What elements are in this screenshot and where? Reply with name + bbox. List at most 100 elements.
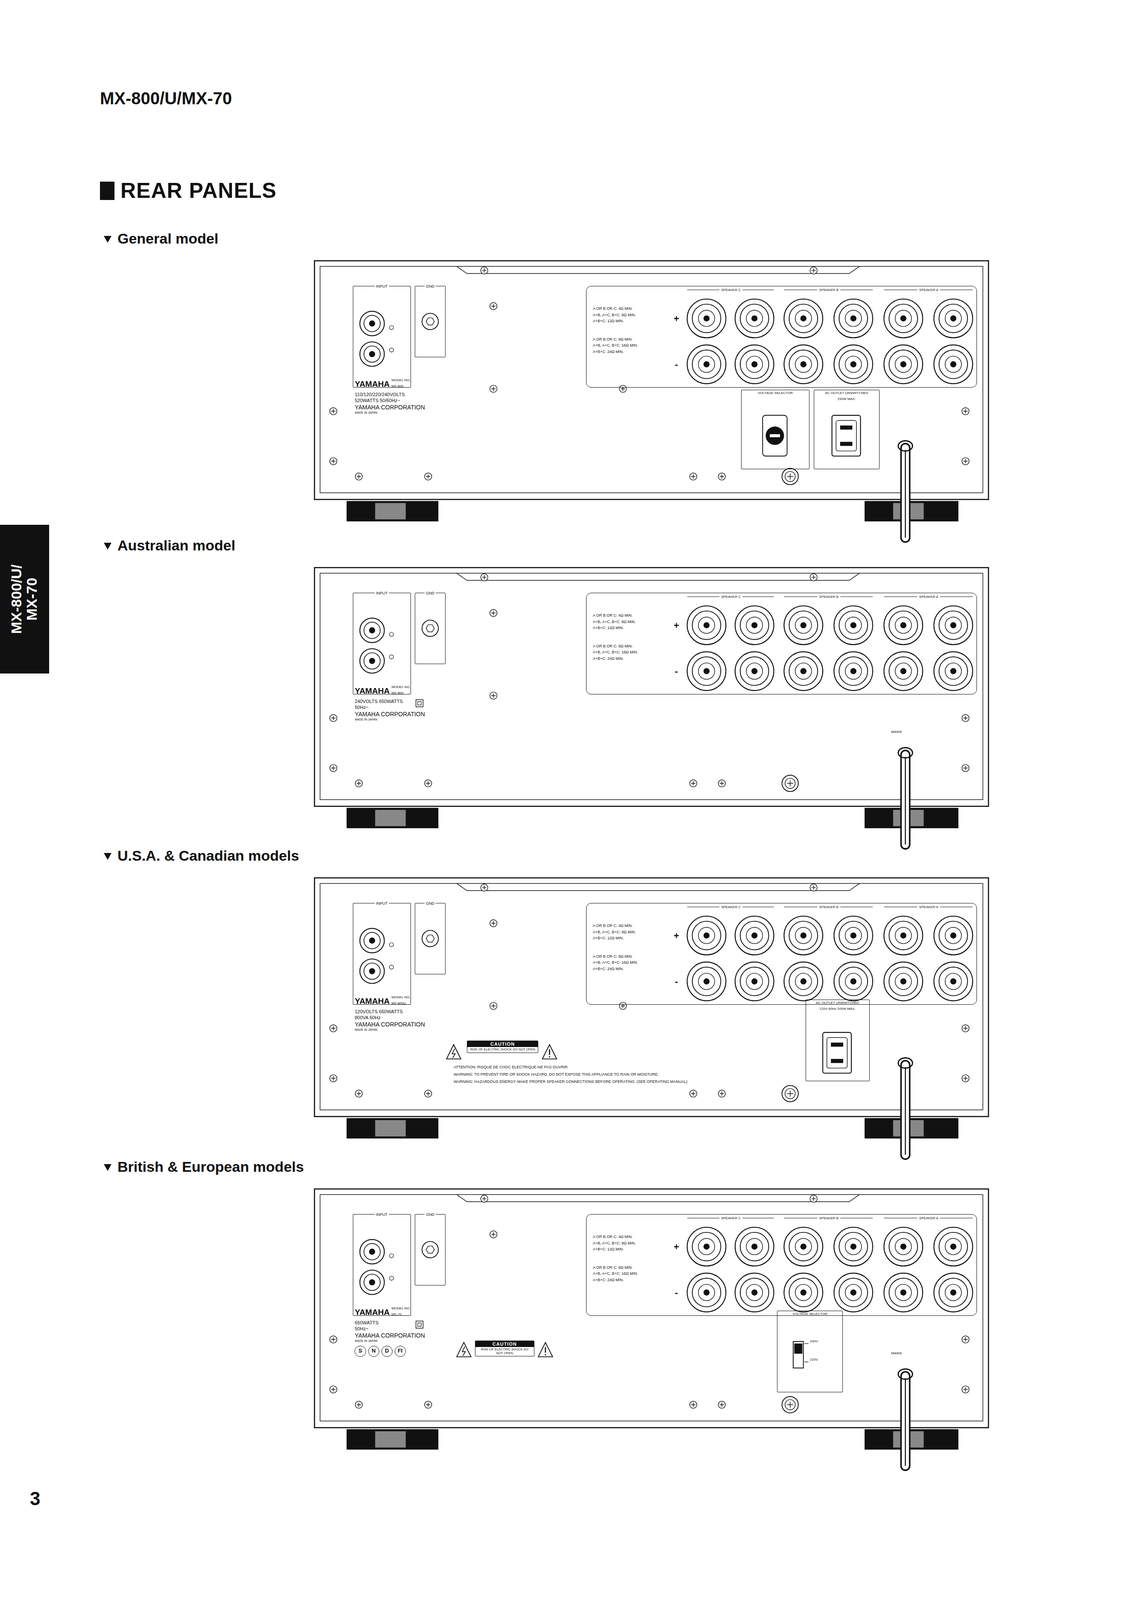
screw [689, 1400, 698, 1408]
screw-slot [356, 780, 361, 786]
input-jack-panel: INPUT [352, 1213, 411, 1316]
speaker-terminal-cap [945, 616, 962, 634]
rubber-foot [346, 500, 439, 522]
screw [329, 1335, 338, 1343]
speaker-terminal-cap [746, 662, 763, 679]
speaker-group-label: SPEAKER C [719, 905, 743, 910]
speaker-group-label: SPEAKER B [817, 905, 841, 910]
screw-head [689, 779, 698, 787]
screw [480, 1194, 488, 1203]
screw-slot [811, 1196, 816, 1201]
rca-jack-outer [359, 1238, 385, 1264]
speaker-terminal-knob [740, 1277, 769, 1307]
speaker-terminal-knob [888, 349, 918, 379]
channel-mark [389, 964, 394, 969]
speaker-terminal-knob [938, 610, 968, 640]
speaker-terminal-knob [740, 349, 769, 379]
panel-marking: MX-70 [391, 1312, 402, 1317]
model-heading: U.S.A. & Canadian models [117, 847, 300, 864]
speaker-terminal-hole [900, 977, 907, 984]
screw-slot [425, 780, 431, 786]
screw-slot [491, 1003, 496, 1008]
speaker-terminal-hole [800, 621, 807, 628]
speaker-terminal-knob [888, 1277, 918, 1307]
rubber-foot [864, 807, 959, 828]
speaker-terminal-cap [845, 926, 862, 944]
heading-bullet-triangle [103, 235, 112, 243]
screw [329, 764, 338, 772]
speaker-terminal-hole [751, 667, 758, 674]
speaker-terminal-cap [895, 310, 912, 327]
rca-jack-ring [363, 652, 381, 669]
speaker-terminal-knob [838, 349, 868, 379]
box-label: INPUT [374, 590, 389, 596]
ac-outlet-face [827, 1037, 848, 1068]
chassis-outline [314, 260, 989, 500]
speaker-terminal-base [933, 1226, 973, 1266]
top-cover-lip [456, 572, 860, 581]
speaker-terminal-base [783, 344, 823, 384]
speaker-terminal-hole [751, 932, 758, 939]
speaker-terminal-knob [692, 304, 722, 333]
screw [329, 1385, 338, 1393]
speaker-terminal-hole [950, 667, 957, 674]
screw [480, 883, 488, 892]
speaker-terminal-cap [795, 662, 812, 679]
screw-slot [963, 1075, 968, 1080]
speaker-terminal-cap [895, 662, 912, 679]
speaker-terminal-base [933, 651, 973, 691]
speaker-terminal-base [735, 651, 775, 691]
lightning-symbol [451, 1048, 455, 1058]
speaker-terminal-cap [698, 355, 715, 373]
running-header: MX-800/U/MX-70 [99, 88, 232, 109]
ground-terminal [422, 929, 439, 947]
screw-head [809, 883, 818, 892]
speaker-terminal-hole [850, 977, 857, 984]
speaker-group-label: SPEAKER C [719, 288, 743, 293]
speaker-terminal-cap [746, 616, 763, 634]
speaker-terminal-hole [751, 1243, 758, 1250]
screw-slot [331, 1386, 336, 1391]
input-jack-panel: INPUT [352, 592, 411, 695]
rca-jack-pin [369, 967, 376, 974]
rca-jack-ring [363, 932, 381, 949]
speaker-terminal-knob [888, 920, 918, 950]
polarity-sign: + [673, 1241, 680, 1253]
screw-slot [963, 715, 968, 720]
ac-outlet-box: AC OUTLET UNSWITCHED230W MAX. [813, 389, 880, 470]
screw [809, 266, 818, 275]
rca-jack-pin [369, 627, 376, 634]
speaker-terminal-knob [740, 304, 769, 333]
power-cord-fill [901, 1064, 910, 1155]
ac-outlet-slot [840, 425, 853, 430]
screw-head [785, 1398, 796, 1410]
rca-jack-pin [369, 350, 376, 357]
rca-jack-ring [363, 315, 381, 332]
screw-slot [425, 474, 431, 479]
screw [424, 779, 432, 787]
speaker-terminal-knob [888, 966, 918, 996]
impedance-note: A+B+C: 12Ω MIN. [592, 625, 624, 630]
approval-mark: D [381, 1345, 393, 1357]
screw-head [329, 457, 338, 465]
channel-mark [389, 347, 394, 352]
speaker-terminal-base [833, 961, 873, 1001]
speaker-terminal-hole [950, 360, 957, 367]
screw-head [424, 1400, 432, 1408]
panel-marking: 240VOLTS 650WATTS [354, 698, 403, 704]
screw-head [809, 1194, 818, 1203]
impedance-note: A+B+C: 24Ω MIN. [592, 1277, 624, 1282]
speaker-terminal-base [883, 915, 923, 955]
heading-bullet [103, 234, 112, 244]
screw-slot [963, 408, 968, 414]
screw-slot [691, 1090, 696, 1096]
speaker-terminal-base [687, 915, 727, 955]
rear-panel-view: Australian modelYAMAHAMODEL NO.MX-800240… [98, 536, 987, 879]
speaker-terminal-hole [950, 1243, 957, 1250]
speaker-terminal-hole [850, 621, 857, 628]
rca-jack-ring [363, 346, 381, 363]
speaker-terminal-cap [746, 355, 763, 373]
panel-marking: YAMAHA [354, 379, 390, 389]
speaker-terminal-base [933, 344, 973, 384]
screw-head [961, 1024, 970, 1032]
